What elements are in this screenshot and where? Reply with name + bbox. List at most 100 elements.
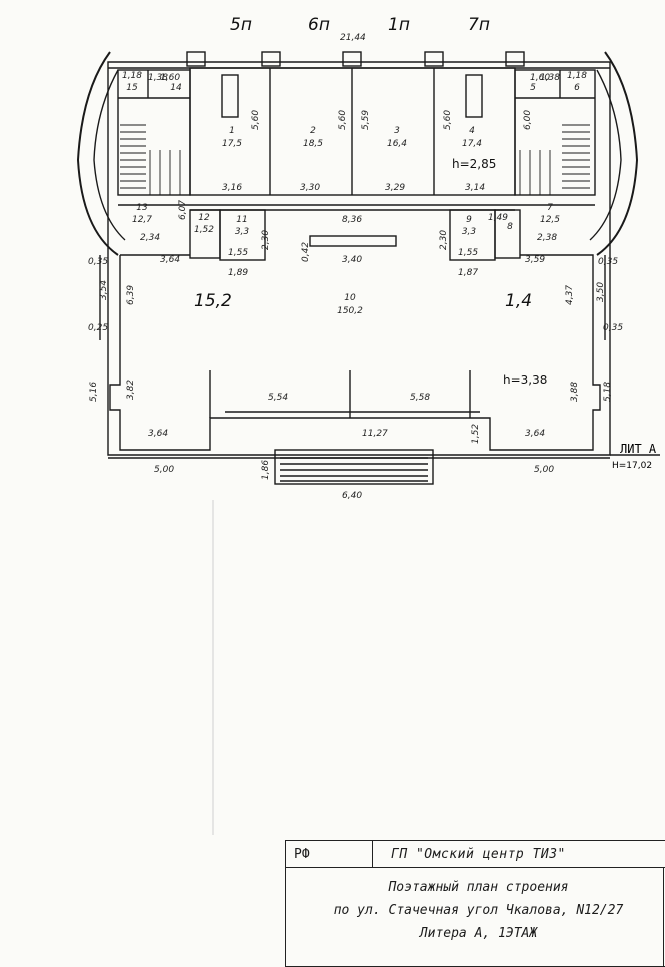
dim-depth-3: 5,59 bbox=[361, 110, 371, 130]
column-3 bbox=[342, 51, 362, 67]
fixture-room-1 bbox=[221, 74, 239, 118]
room-3-num: 3 bbox=[394, 126, 400, 136]
right-tower-wall bbox=[596, 51, 639, 256]
room-8-box bbox=[494, 209, 521, 259]
room-15-num: 15 bbox=[126, 83, 138, 93]
title-block: РФ ГП "Омский центр ТИЗ" Поэтажный план … bbox=[285, 840, 665, 967]
room-9-num: 9 bbox=[466, 215, 472, 225]
room-13-num: 13 bbox=[136, 203, 148, 213]
room-15-area: 1,18 bbox=[122, 71, 142, 81]
total-width: 21,44 bbox=[340, 33, 366, 43]
dim-bottom-8: 5,00 bbox=[534, 465, 554, 475]
room-7-num: 7 bbox=[547, 203, 553, 213]
dim-right-1: 0,35 bbox=[598, 257, 618, 267]
lit-label: ЛИТ А bbox=[620, 442, 657, 456]
dim-depth-2: 5,60 bbox=[338, 110, 348, 130]
column-label-7p: 7п bbox=[468, 15, 490, 35]
room-4-num: 4 bbox=[469, 126, 475, 136]
column-5 bbox=[505, 51, 525, 67]
dim-small-1: 1,55 bbox=[228, 248, 248, 258]
dim-right-4: 0,35 bbox=[603, 323, 623, 333]
dim-hall-2: 3,64 bbox=[160, 255, 180, 265]
room-1-num: 1 bbox=[229, 126, 235, 136]
title-line-3: Литера А, 1ЭТАЖ bbox=[419, 926, 538, 941]
dim-right-6: 5,18 bbox=[603, 382, 613, 402]
left-tower-wall-inner bbox=[93, 69, 126, 241]
room-10-num: 10 bbox=[344, 293, 356, 303]
right-stair-treads bbox=[519, 124, 590, 195]
lit-height: Н=17,02 bbox=[612, 461, 652, 471]
dim-top-small-1: 1,60 bbox=[160, 73, 180, 83]
dim-hall-3: 3,40 bbox=[342, 255, 362, 265]
dim-width-2: 3,30 bbox=[300, 183, 320, 193]
dim-bottom-1: 3,64 bbox=[148, 429, 168, 439]
dim-bottom-6: 1,52 bbox=[471, 424, 481, 444]
entrance-steps bbox=[274, 449, 434, 485]
dim-width-3: 3,29 bbox=[385, 183, 405, 193]
dim-left-2: 3,54 bbox=[99, 280, 109, 300]
fixture-room-4 bbox=[465, 74, 483, 118]
dim-bottom-7: 5,00 bbox=[154, 465, 174, 475]
left-tower-wall bbox=[76, 51, 119, 256]
room-11-box bbox=[219, 209, 266, 261]
right-tower-wall-inner bbox=[589, 69, 622, 241]
room-7-area: 12,5 bbox=[540, 215, 560, 225]
handwritten-area-1: 15,2 bbox=[194, 291, 232, 311]
dim-left-5: 5,16 bbox=[89, 382, 99, 402]
dim-small-2: 1,89 bbox=[228, 268, 248, 278]
room-1-area: 17,5 bbox=[222, 139, 242, 149]
room-6-num: 6 bbox=[574, 83, 580, 93]
organization-name: ГП "Омский центр ТИЗ" bbox=[391, 846, 566, 862]
left-stair-treads bbox=[120, 124, 181, 195]
dim-left-1: 0,35 bbox=[88, 257, 108, 267]
room-8-num: 8 bbox=[507, 222, 513, 232]
dim-bottom-9: 1,86 bbox=[261, 460, 271, 480]
room-12-area: 1,52 bbox=[194, 225, 214, 235]
title-line-2: по ул. Стачечная угол Чкалова, N12/27 bbox=[333, 903, 624, 918]
hall-wall-left bbox=[109, 254, 601, 451]
dim-right-3: 4,37 bbox=[565, 285, 575, 305]
dim-bottom-10: 6,40 bbox=[342, 491, 362, 501]
column-1 bbox=[186, 51, 206, 67]
dim-bottom-5: 11,27 bbox=[362, 429, 388, 439]
room-10-area: 150,2 bbox=[337, 306, 363, 316]
room-14-num: 14 bbox=[170, 83, 182, 93]
dim-small-6: 1,87 bbox=[458, 268, 478, 278]
column-2 bbox=[261, 51, 281, 67]
room-9-area: 3,3 bbox=[462, 227, 477, 237]
dim-corridor: 8,36 bbox=[342, 215, 362, 225]
dim-right-5: 3,88 bbox=[570, 382, 580, 402]
dim-small-5: 1,55 bbox=[458, 248, 478, 258]
column-label-5p: 5п bbox=[230, 15, 252, 35]
dim-top-small-2: 1,60 bbox=[530, 73, 550, 83]
dim-left-3: 6,39 bbox=[126, 285, 136, 305]
room-13-area: 12,7 bbox=[132, 215, 152, 225]
left-stair-core bbox=[117, 69, 191, 196]
dim-hall-6: 2,38 bbox=[537, 233, 557, 243]
room-5-num: 5 bbox=[530, 83, 536, 93]
room-4-area: 17,4 bbox=[462, 139, 482, 149]
dim-hall-4: 0,42 bbox=[301, 242, 311, 262]
room-5-area: 1,38 bbox=[540, 73, 560, 83]
dim-bottom-3: 5,58 bbox=[410, 393, 430, 403]
dim-depth-6: 6,07 bbox=[178, 200, 188, 220]
column-label-1p: 1п bbox=[388, 15, 410, 35]
height-upper: h=2,85 bbox=[452, 157, 496, 171]
title-line-1: Поэтажный план строения bbox=[388, 880, 569, 895]
room-8-area: 1,49 bbox=[488, 213, 508, 223]
dim-width-1: 3,16 bbox=[222, 183, 242, 193]
dim-bottom-4: 3,64 bbox=[525, 429, 545, 439]
handwritten-area-2: 1,4 bbox=[505, 291, 532, 311]
title-block-side-column bbox=[663, 867, 665, 966]
country-code: РФ bbox=[286, 841, 373, 867]
room-12-num: 12 bbox=[198, 213, 210, 223]
beam-mark bbox=[309, 235, 397, 247]
dim-small-3: 2,30 bbox=[261, 230, 271, 250]
room-11-num: 11 bbox=[236, 215, 247, 225]
dim-left-4: 0,25 bbox=[88, 323, 108, 333]
height-main: h=3,38 bbox=[503, 373, 547, 387]
dim-hall-5: 3,59 bbox=[525, 255, 545, 265]
dim-width-4: 3,14 bbox=[465, 183, 485, 193]
room-3-area: 16,4 bbox=[387, 139, 407, 149]
